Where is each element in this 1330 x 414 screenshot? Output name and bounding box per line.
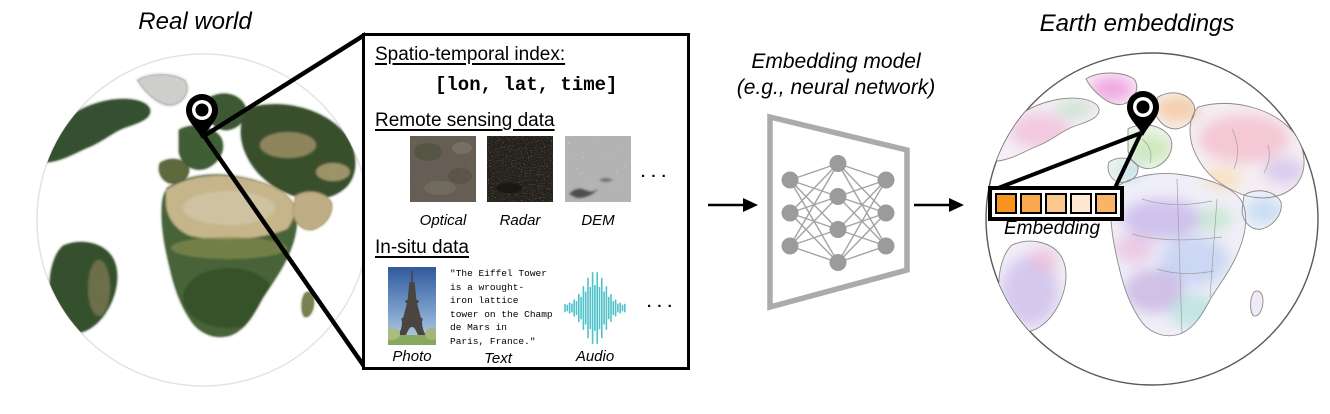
radar-label: Radar — [499, 212, 541, 229]
optical-image-thumbnail — [410, 136, 476, 202]
real-world-title: Real world — [138, 8, 252, 35]
neural-network — [767, 113, 910, 311]
input-arrow-icon — [708, 198, 758, 212]
eiffel-tower-photo — [388, 267, 436, 345]
remote-ellipsis-icon: . . . — [641, 164, 667, 181]
spatio-temporal-data-panel: Spatio-temporal index: [lon, lat, time] … — [362, 33, 690, 370]
photo-label: Photo — [392, 348, 432, 365]
embedding-cell — [995, 193, 1017, 214]
real-world-globe-illustration — [36, 53, 370, 387]
dem-image-thumbnail — [565, 136, 631, 202]
embedding-cell — [1020, 193, 1042, 214]
earth-embeddings-title: Earth embeddings — [1039, 10, 1235, 37]
optical-label: Optical — [419, 212, 467, 229]
embedding-label: Embedding — [1003, 218, 1101, 239]
text-label: Text — [484, 350, 512, 367]
audio-label: Audio — [575, 348, 615, 365]
eiffel-text-snippet: "The Eiffel Tower is a wrought- iron lat… — [450, 268, 553, 347]
remote-sensing-heading: Remote sensing data — [375, 110, 555, 131]
insitu-heading: In-situ data — [375, 237, 469, 258]
spatio-temporal-index-heading: Spatio-temporal index: — [375, 44, 566, 65]
radar-image-thumbnail — [487, 136, 553, 202]
output-arrow-icon — [914, 198, 964, 212]
embedding-cell — [1045, 193, 1067, 214]
dem-label: DEM — [581, 212, 615, 229]
embedding-model-title: Embedding model — [751, 50, 921, 73]
embedding-vector — [988, 186, 1124, 221]
lon-lat-time-code: [lon, lat, time] — [435, 74, 618, 96]
embedding-cell — [1095, 193, 1117, 214]
embedding-model-subtitle: (e.g., neural network) — [736, 76, 936, 99]
audio-waveform-icon — [564, 271, 626, 345]
embedding-cell — [1070, 193, 1092, 214]
insitu-ellipsis-icon: . . . — [647, 294, 673, 311]
